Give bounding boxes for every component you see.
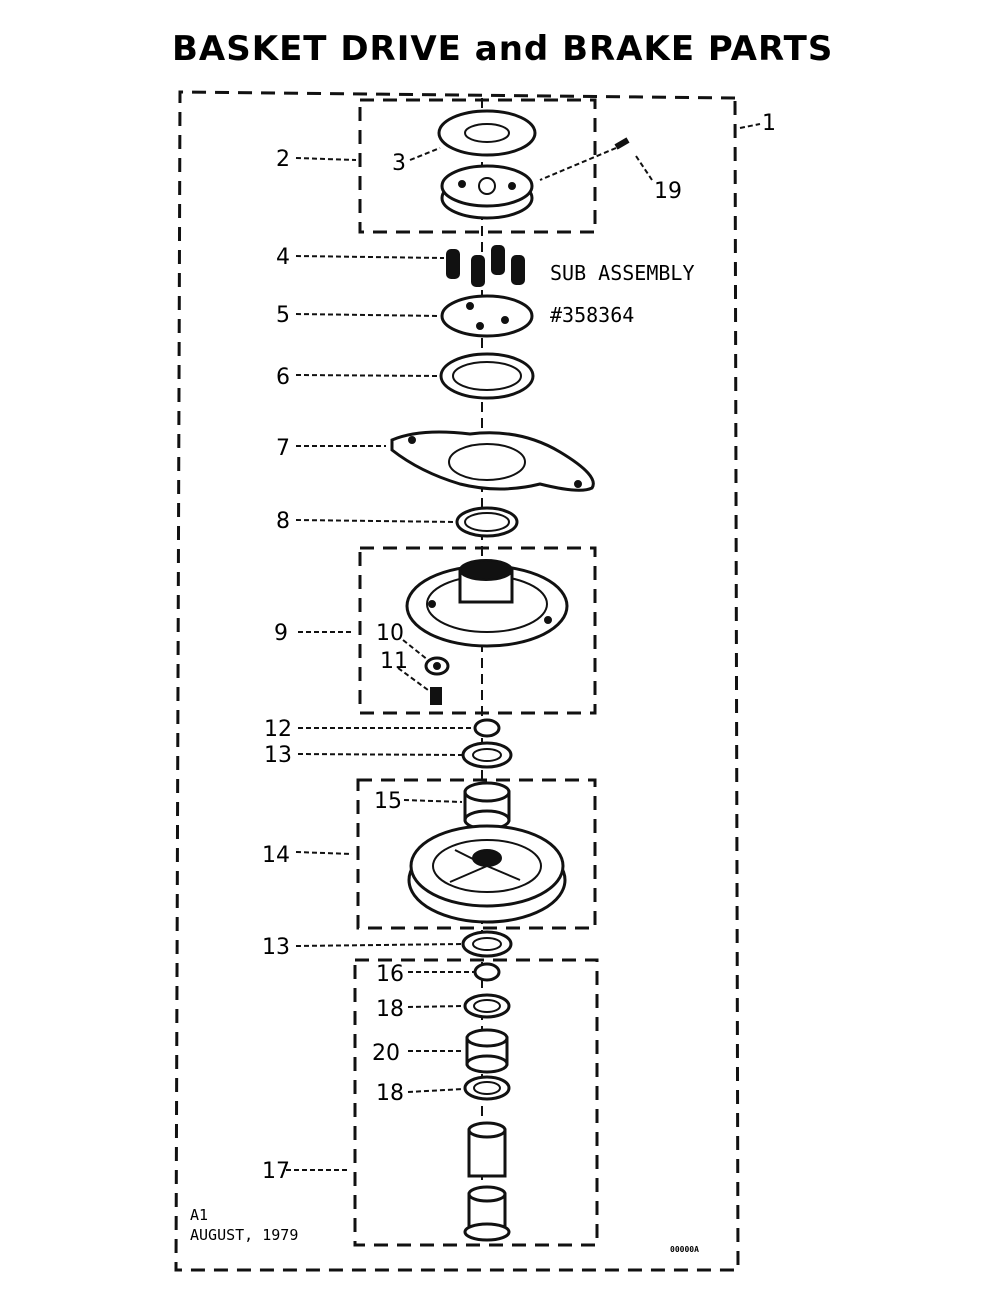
part-3-washer: [437, 109, 537, 157]
callout-12: 12: [264, 717, 292, 742]
callout-19: 19: [654, 179, 682, 204]
part-10-nut: [424, 656, 450, 676]
callout-9: 9: [274, 621, 288, 646]
callout-10: 10: [376, 621, 404, 646]
callout-20: 20: [372, 1041, 400, 1066]
callout-18-lower: 18: [376, 1081, 404, 1106]
part-6-ring: [439, 352, 535, 400]
part-19-pin: [539, 137, 630, 181]
callout-5: 5: [276, 303, 290, 328]
callout-18-upper: 18: [376, 997, 404, 1022]
part-12-clip: [473, 718, 501, 738]
group-box-bearing: [353, 958, 599, 1247]
callout-17: 17: [262, 1159, 290, 1184]
group-box-pulley: [356, 778, 597, 930]
diagram-title: BASKET DRIVE and BRAKE PARTS: [172, 29, 833, 69]
callout-11: 11: [380, 649, 408, 674]
leader-lines: [286, 123, 761, 1171]
drawing-code: 00000A: [670, 1245, 699, 1254]
part-4-springs: [446, 245, 525, 287]
part-17-tube: [463, 1121, 511, 1242]
part-5-plate: [440, 294, 534, 338]
outer-frame: [174, 90, 740, 1272]
part-13-washer-lower: [461, 930, 513, 958]
part-14-pulley: [407, 824, 567, 924]
callout-13-lower: 13: [262, 935, 290, 960]
part-18-seal-upper: [463, 993, 511, 1019]
callout-15: 15: [374, 789, 402, 814]
part-18-seal-lower: [463, 1075, 511, 1101]
part-8-snap-ring: [455, 506, 519, 538]
part-20-bearing: [465, 1028, 509, 1074]
callout-6: 6: [276, 365, 290, 390]
part-11-screw: [430, 687, 442, 705]
part-7-brake-plate: [390, 430, 595, 492]
callout-2: 2: [276, 147, 290, 172]
callout-4: 4: [276, 245, 290, 270]
sub-assembly-number: #358364: [550, 303, 634, 327]
group-box-hub: [358, 546, 597, 715]
callout-7: 7: [276, 436, 290, 461]
part-15-bearing: [463, 781, 511, 831]
part-2-drive-plate: [440, 164, 534, 220]
part-13-washer-upper: [461, 741, 513, 769]
sub-assembly-label: SUB ASSEMBLY: [550, 261, 695, 285]
callout-16: 16: [376, 962, 404, 987]
revision-label: A1: [190, 1206, 208, 1224]
callout-13-upper: 13: [264, 743, 292, 768]
date-label: AUGUST, 1979: [190, 1226, 298, 1244]
callout-1: 1: [762, 111, 776, 136]
part-9-brake-hub: [405, 559, 569, 648]
part-16-ring: [473, 962, 501, 982]
callout-3: 3: [392, 151, 406, 176]
callout-8: 8: [276, 509, 290, 534]
callout-14: 14: [262, 843, 290, 868]
group-box-top: [358, 98, 597, 234]
